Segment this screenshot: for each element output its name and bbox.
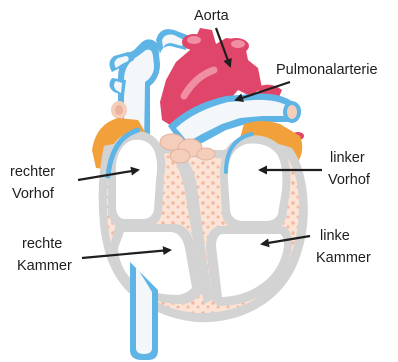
label-left-atrium-line2: Vorhof [328,172,371,188]
label-aorta: Aorta [194,8,230,24]
heart-body [99,130,308,360]
label-left-ventricle-line2: Kammer [316,250,371,266]
label-right-atrium-line1: rechter [10,164,55,180]
label-right-ventricle-line2: Kammer [17,258,72,274]
label-left-ventricle-line1: linke [320,228,350,244]
label-pulmonary-artery: Pulmonalarterie [276,62,378,78]
label-right-ventricle-line1: rechte [22,236,62,252]
label-right-atrium-line2: Vorhof [12,186,55,202]
label-left-atrium-line1: linker [330,150,365,166]
